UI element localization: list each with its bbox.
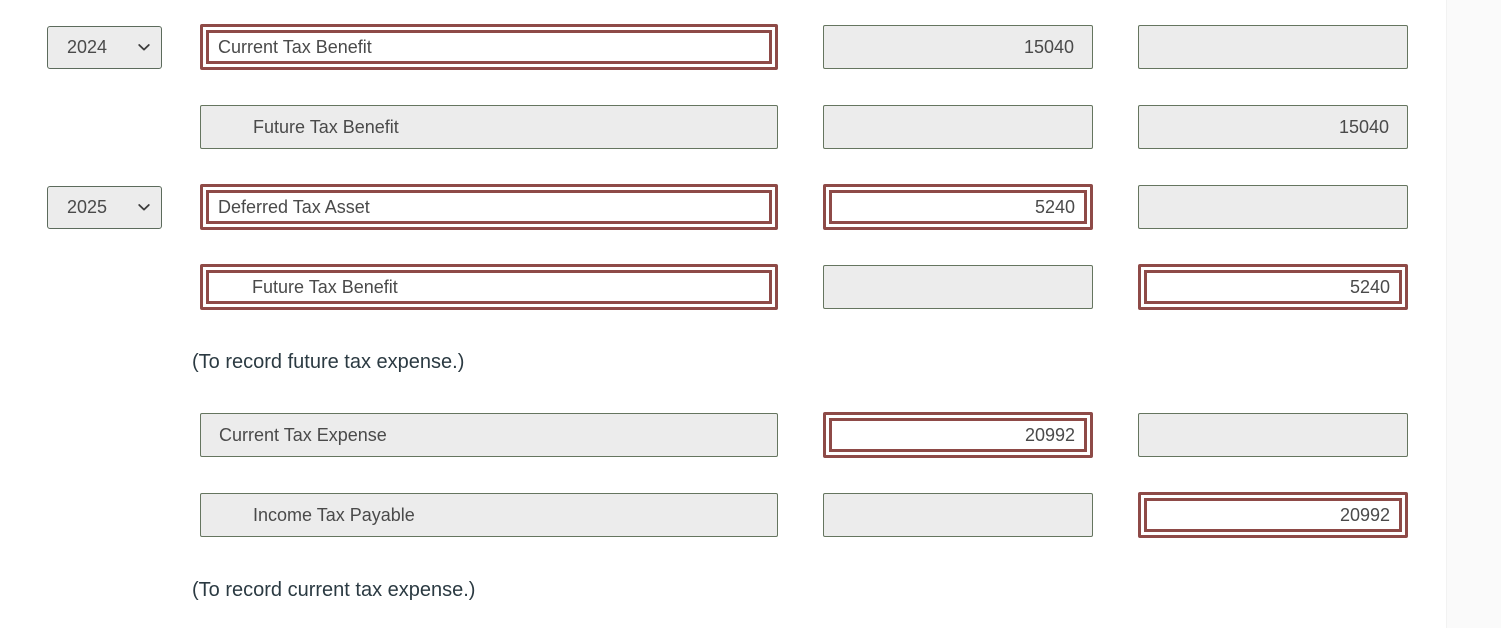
year-select[interactable]: 2024: [47, 25, 162, 69]
account-title-value: Income Tax Payable: [253, 505, 415, 525]
credit-amount-input[interactable]: 15040: [1138, 105, 1408, 149]
credit-amount-value: 20992: [1339, 505, 1390, 525]
account-title-value: Current Tax Expense: [219, 425, 387, 445]
year-select-value: 2025: [67, 197, 108, 217]
journal-row: 2025 Deferred Tax Asset 5240: [0, 184, 1447, 230]
debit-cell: 20992: [823, 412, 1093, 458]
debit-cell: [823, 265, 1093, 309]
credit-cell: 15040: [1138, 105, 1408, 149]
journal-row: Future Tax Benefit 5240: [0, 264, 1447, 310]
account-title-input[interactable]: Income Tax Payable: [200, 493, 778, 537]
debit-cell: [823, 493, 1093, 537]
debit-cell: 15040: [823, 25, 1093, 69]
debit-amount-value: 5240: [1034, 197, 1075, 217]
debit-amount-input[interactable]: 5240: [823, 184, 1093, 230]
account-cell: Current Tax Benefit: [200, 24, 778, 70]
date-cell: 2024: [47, 25, 162, 69]
entry-explanation: (To record future tax expense.): [192, 351, 465, 373]
credit-amount-value: 5240: [1349, 277, 1390, 297]
account-cell: Future Tax Benefit: [200, 105, 778, 149]
journal-row: Current Tax Expense 20992: [0, 412, 1447, 458]
credit-amount-value: 15040: [1338, 117, 1389, 137]
credit-amount-input[interactable]: 5240: [1138, 264, 1408, 310]
journal-row: Future Tax Benefit 15040: [0, 104, 1447, 150]
credit-amount-input[interactable]: [1138, 25, 1408, 69]
account-title-input[interactable]: Deferred Tax Asset: [200, 184, 778, 230]
year-select[interactable]: 2025: [47, 185, 162, 229]
credit-cell: 20992: [1138, 492, 1408, 538]
debit-cell: 5240: [823, 184, 1093, 230]
account-title-input[interactable]: Current Tax Expense: [200, 413, 778, 457]
debit-amount-input[interactable]: [823, 265, 1093, 309]
debit-amount-input[interactable]: [823, 493, 1093, 537]
debit-amount-value: 15040: [1023, 37, 1074, 57]
journal-row: 2024 Current Tax Benefit 15040: [0, 24, 1447, 70]
account-cell: Current Tax Expense: [200, 413, 778, 457]
debit-amount-input[interactable]: [823, 105, 1093, 149]
page-gutter: [1446, 0, 1501, 628]
account-cell: Income Tax Payable: [200, 493, 778, 537]
debit-amount-value: 20992: [1024, 425, 1075, 445]
credit-amount-input[interactable]: [1138, 185, 1408, 229]
account-title-value: Future Tax Benefit: [253, 117, 399, 137]
date-cell: 2025: [47, 185, 162, 229]
debit-cell: [823, 105, 1093, 149]
credit-cell: [1138, 25, 1408, 69]
credit-cell: 5240: [1138, 264, 1408, 310]
credit-cell: [1138, 413, 1408, 457]
account-title-input[interactable]: Future Tax Benefit: [200, 264, 778, 310]
credit-amount-input[interactable]: [1138, 413, 1408, 457]
credit-amount-input[interactable]: 20992: [1138, 492, 1408, 538]
account-title-input[interactable]: Current Tax Benefit: [200, 24, 778, 70]
year-select-value: 2024: [67, 37, 108, 57]
journal-row: Income Tax Payable 20992: [0, 492, 1447, 538]
account-title-value: Current Tax Benefit: [218, 37, 372, 57]
account-cell: Deferred Tax Asset: [200, 184, 778, 230]
chevron-down-icon: [137, 200, 151, 214]
credit-cell: [1138, 185, 1408, 229]
debit-amount-input[interactable]: 15040: [823, 25, 1093, 69]
account-title-value: Future Tax Benefit: [252, 277, 398, 297]
chevron-down-icon: [137, 40, 151, 54]
account-title-input[interactable]: Future Tax Benefit: [200, 105, 778, 149]
account-cell: Future Tax Benefit: [200, 264, 778, 310]
account-title-value: Deferred Tax Asset: [218, 197, 370, 217]
entry-explanation: (To record current tax expense.): [192, 579, 476, 601]
debit-amount-input[interactable]: 20992: [823, 412, 1093, 458]
